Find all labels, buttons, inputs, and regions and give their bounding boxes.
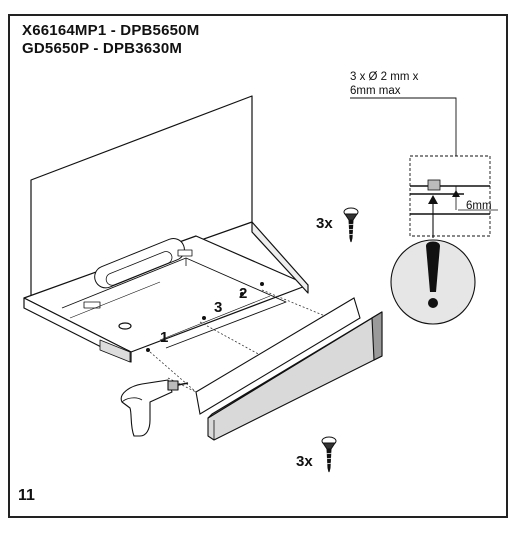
step-label-2: 2 — [239, 285, 247, 302]
hood-screw-marks — [146, 282, 264, 352]
model-title-line-2: GD5650P - DPB3630M — [22, 40, 183, 57]
detail-box — [409, 155, 498, 238]
step-label-1: 1 — [160, 329, 168, 346]
warning-icon — [390, 239, 476, 325]
spec-leader-line — [350, 97, 457, 182]
depth-label: 6mm — [466, 200, 492, 212]
model-title-line-1: X66164MP1 - DPB5650M — [22, 22, 200, 39]
screw-quantity-bottom: 3x — [296, 453, 313, 470]
screw-icon-top — [343, 207, 359, 243]
front-panel-profile — [207, 311, 383, 441]
screw-icon-bottom — [321, 436, 337, 473]
drill-icon — [120, 379, 189, 437]
screw-quantity-top: 3x — [316, 215, 333, 232]
page-step-number: 11 — [18, 487, 35, 504]
warning-symbol: ! — [0, 0, 1, 1]
hood-unit — [23, 95, 309, 363]
step-label-3: 3 — [214, 299, 222, 316]
screw-spec-line-1: 3 x Ø 2 mm x — [350, 71, 419, 83]
screw-spec-line-2: 6mm max — [350, 85, 401, 97]
front-panel-flat — [195, 297, 361, 415]
